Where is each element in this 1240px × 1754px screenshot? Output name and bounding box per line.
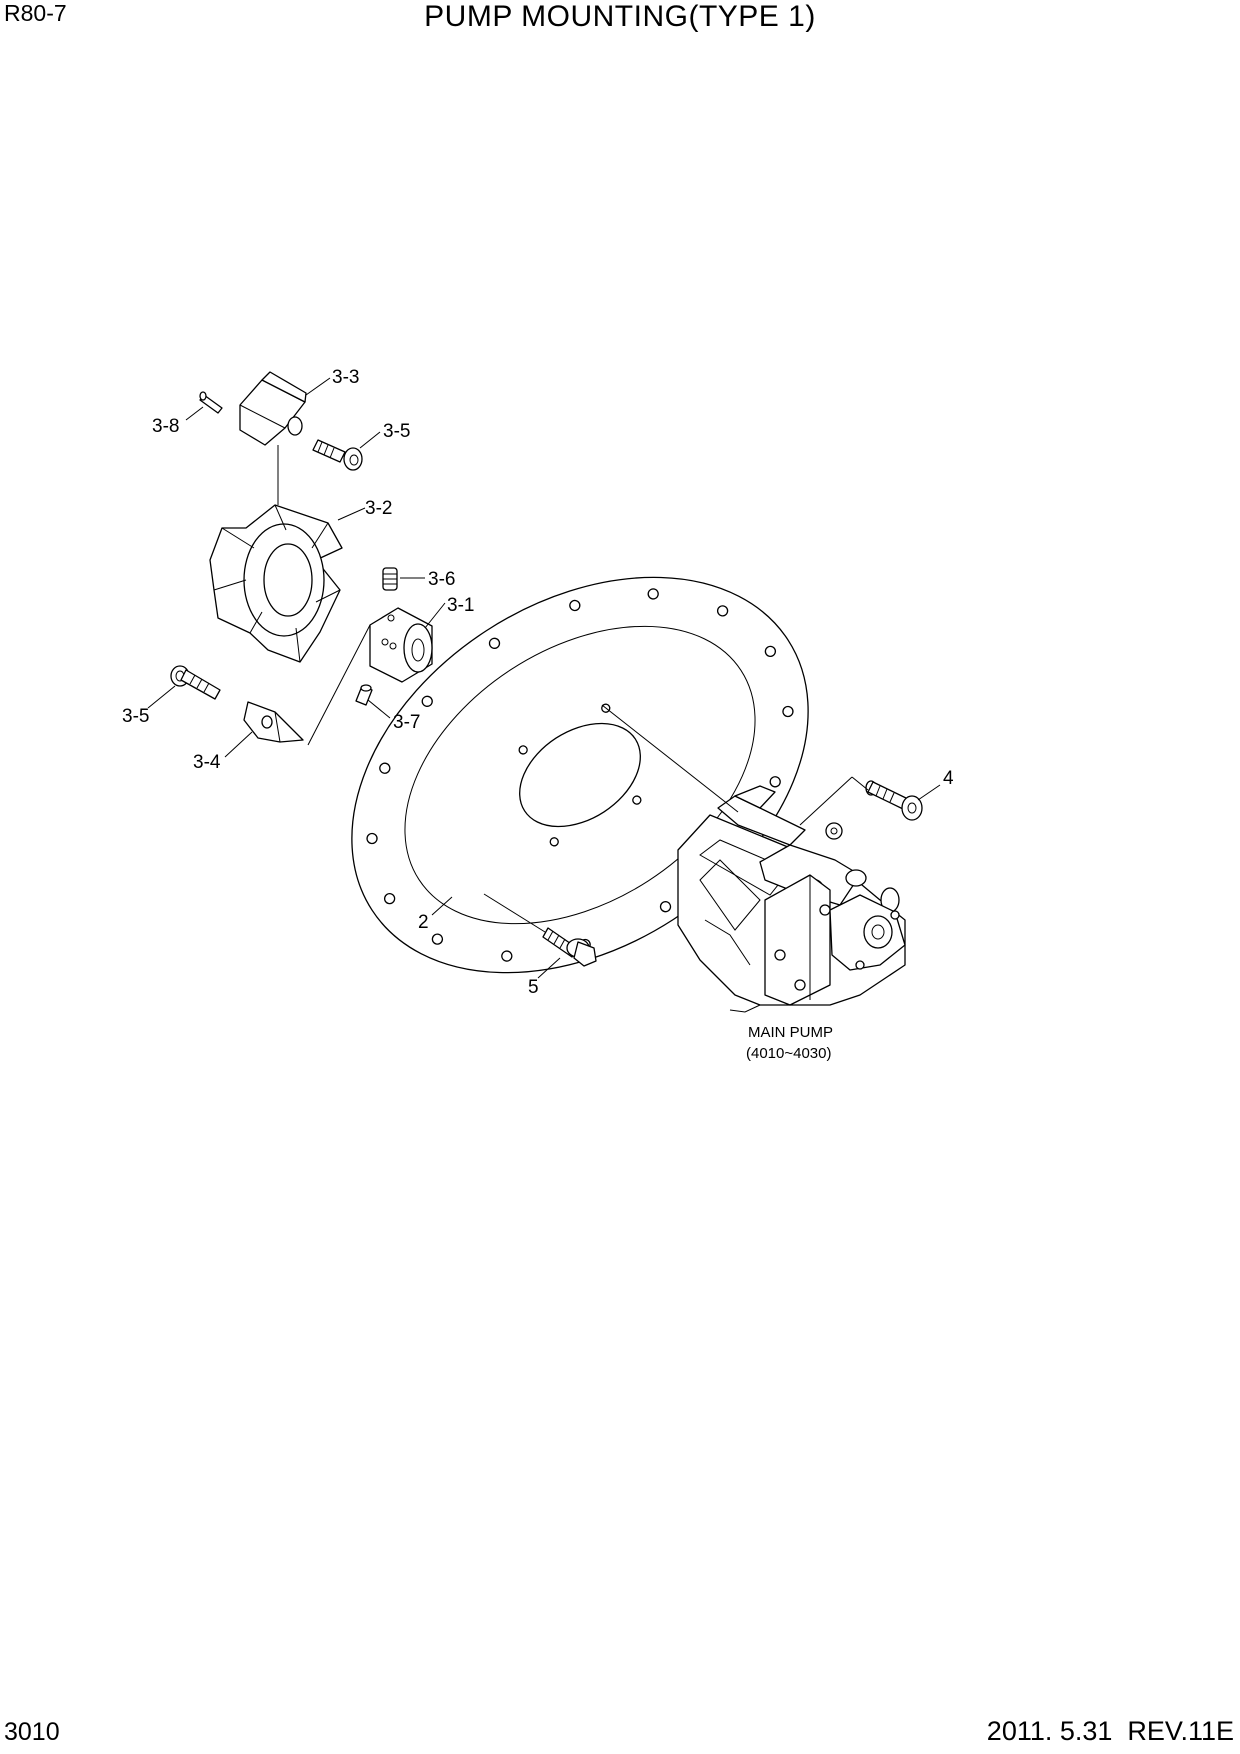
callout-3-1: 3-1 <box>447 595 474 616</box>
part-bolt-4 <box>865 780 923 821</box>
callout-3-6: 3-6 <box>428 569 455 590</box>
part-hub-3-1 <box>369 607 433 683</box>
callout-3-2: 3-2 <box>365 498 392 519</box>
callout-5: 5 <box>528 977 539 998</box>
callout-2: 2 <box>418 912 429 933</box>
alignment-lines <box>277 445 869 933</box>
callout-4: 4 <box>943 768 954 789</box>
main-pump-assembly <box>677 785 906 1013</box>
part-set-screw-3-6 <box>382 567 398 591</box>
callout-3-5-upper: 3-5 <box>383 421 410 442</box>
part-rubber-element-3-2 <box>209 504 343 663</box>
part-bolt-3-5-lower <box>170 665 221 700</box>
callout-leaders <box>147 377 941 979</box>
page-number: 3010 <box>4 1718 60 1746</box>
part-clamp-3-3 <box>239 371 307 446</box>
revision-date: 2011. 5.31 REV.11E <box>986 1716 1234 1746</box>
callout-3-5-lower: 3-5 <box>122 706 149 727</box>
model-code: R80-7 <box>4 0 67 26</box>
callout-3-8: 3-8 <box>152 416 179 437</box>
part-bolt-5 <box>542 927 597 967</box>
main-pump-range: (4010~4030) <box>746 1045 832 1062</box>
callout-3-7: 3-7 <box>393 712 420 733</box>
part-pin-3-7 <box>355 684 373 706</box>
page-title: PUMP MOUNTING(TYPE 1) <box>424 0 816 33</box>
part-bolt-3-5-upper <box>312 439 363 471</box>
part-pin-3-8 <box>199 391 223 414</box>
part-wedge-3-4 <box>243 701 304 743</box>
callout-3-4: 3-4 <box>193 752 221 773</box>
callout-3-3: 3-3 <box>332 367 359 388</box>
main-pump-label: MAIN PUMP <box>748 1024 833 1041</box>
